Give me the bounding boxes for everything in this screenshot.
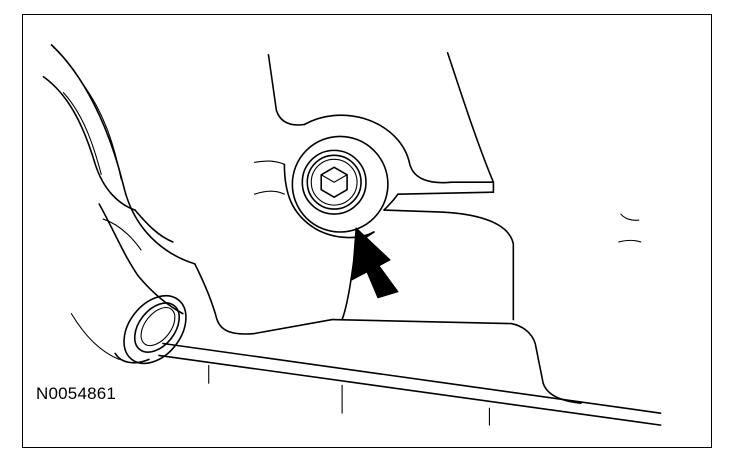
housing-left (42, 44, 196, 315)
service-illustration (42, 44, 662, 426)
casting-body (158, 263, 662, 426)
arrow-icon (351, 227, 399, 299)
bolt-boss (291, 135, 389, 233)
hex-bolt-icon (320, 166, 348, 198)
figure-id-label: N0054861 (36, 384, 117, 403)
port-opening (70, 294, 187, 365)
figure-frame (22, 14, 712, 448)
mounting-pad (253, 52, 642, 321)
